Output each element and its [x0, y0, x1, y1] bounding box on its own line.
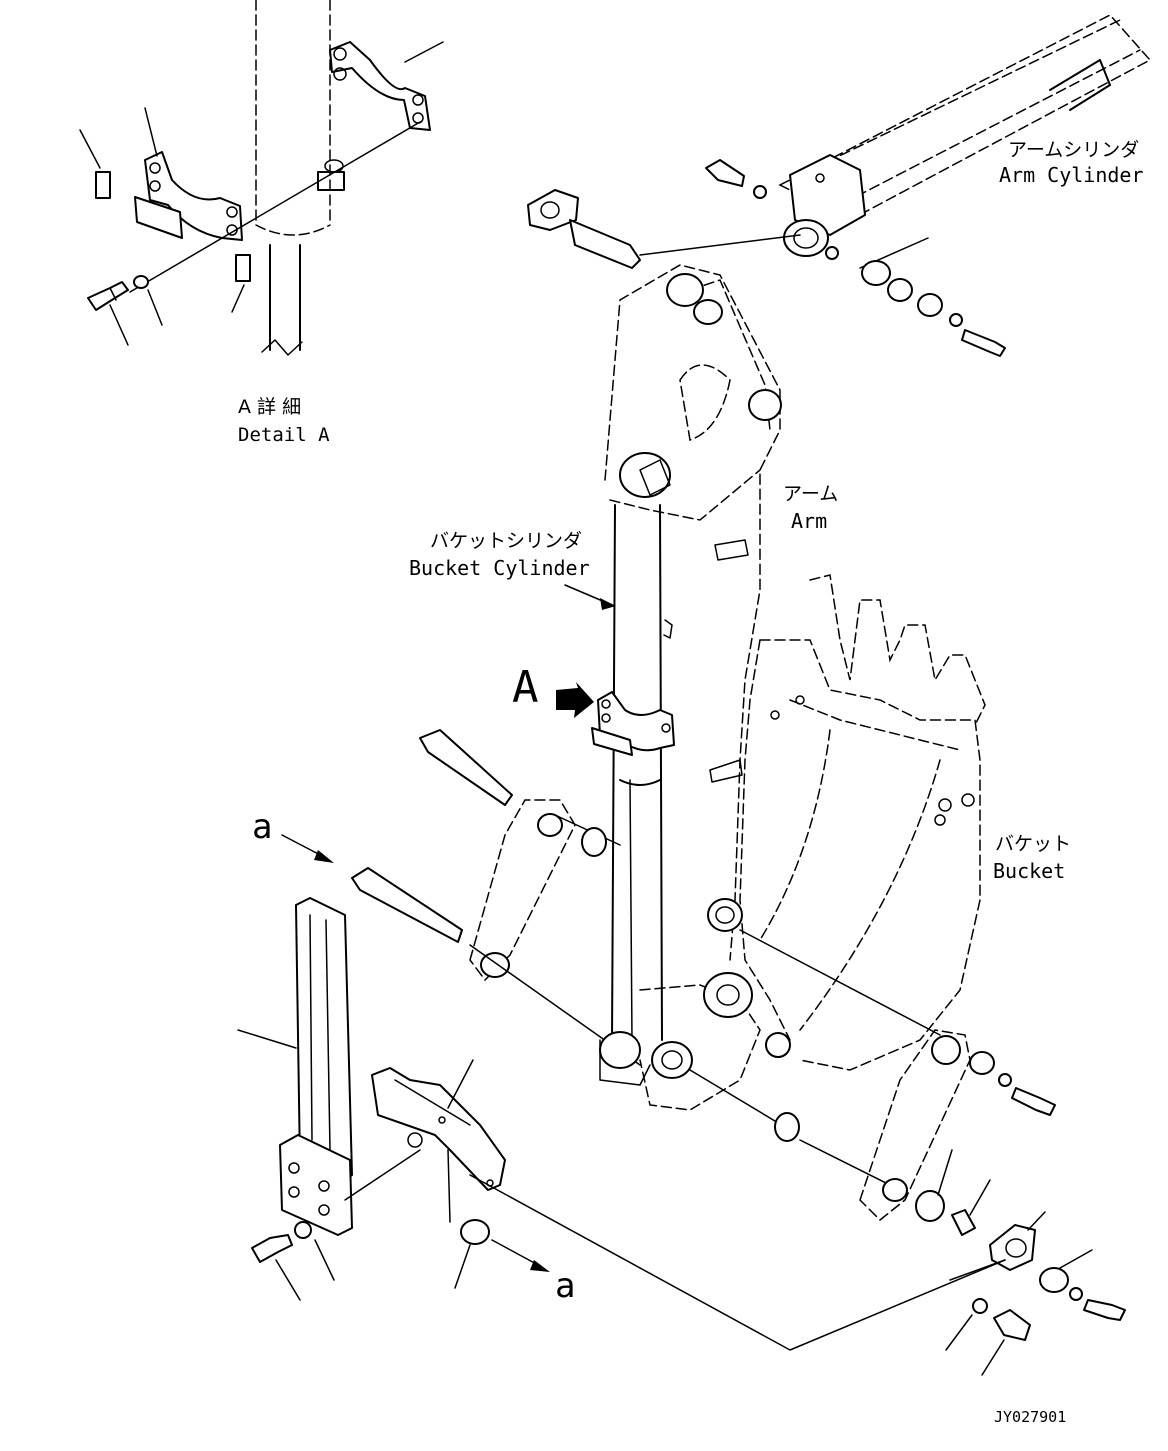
arm-label-en: Arm: [791, 509, 827, 533]
spacer-block-2: [235, 254, 251, 282]
pin-ref-a-top: a: [252, 807, 272, 847]
upper-link-pin: [419, 729, 513, 806]
arm-cyl-bolt: [705, 159, 745, 187]
bucket: バケット Bucket: [707, 574, 1071, 1071]
pin-ref-a-bottom: a: [555, 1266, 575, 1306]
arm-label-jp: アーム: [783, 483, 838, 505]
view-arrow: [556, 682, 594, 718]
pin-lock-plate: [527, 189, 579, 231]
bucket-cylinder-label-en: Bucket Cylinder: [409, 556, 590, 580]
lower-link-pin: [351, 867, 463, 943]
drawing-code: JY027901: [994, 1408, 1066, 1426]
arm-cylinder-label-en: Arm Cylinder: [999, 163, 1144, 187]
bucket-label-en: Bucket: [993, 859, 1065, 883]
bucket-cylinder-label-jp: バケットシリンダ: [430, 530, 582, 552]
arm: アーム Arm: [604, 264, 838, 961]
arm-cylinder-assembly: アームシリンダ Arm Cylinder: [527, 14, 1152, 357]
link-bolt: [1011, 1087, 1056, 1116]
guard-bolt: [251, 1234, 293, 1263]
bushing: [460, 1219, 490, 1245]
bucket-cylinder-clamp: [591, 691, 675, 756]
cylinder-guard: [237, 897, 421, 1236]
detail-label-jp: A 詳 細: [238, 396, 301, 418]
clamp-lower-half: [134, 151, 243, 241]
bucket-links: a: [252, 729, 1126, 1376]
detail-a-view: A 詳 細 Detail A: [79, 0, 444, 446]
bucket-cylinder: バケットシリンダ Bucket Cylinder A: [409, 504, 675, 1041]
guard-bracket: [371, 1059, 1006, 1351]
view-marker-a: A: [512, 662, 539, 713]
arm-cylinder-pin: [569, 219, 641, 269]
guard-washer: [294, 1221, 312, 1239]
clamp-upper-half: [329, 41, 431, 131]
arm-cylinder-label-jp: アームシリンダ: [1008, 139, 1139, 161]
right-lock-plate: [989, 1224, 1036, 1271]
arm-cyl-bolt-2: [961, 329, 1006, 357]
detail-washer: [133, 275, 149, 289]
arm-cyl-washer: [753, 185, 767, 199]
right-bolt: [993, 1309, 1031, 1341]
detail-bolt: [87, 281, 129, 311]
bucket-label-jp: バケット: [995, 833, 1071, 855]
spacer-block-1: [95, 171, 111, 199]
detail-label-en: Detail A: [238, 424, 330, 446]
